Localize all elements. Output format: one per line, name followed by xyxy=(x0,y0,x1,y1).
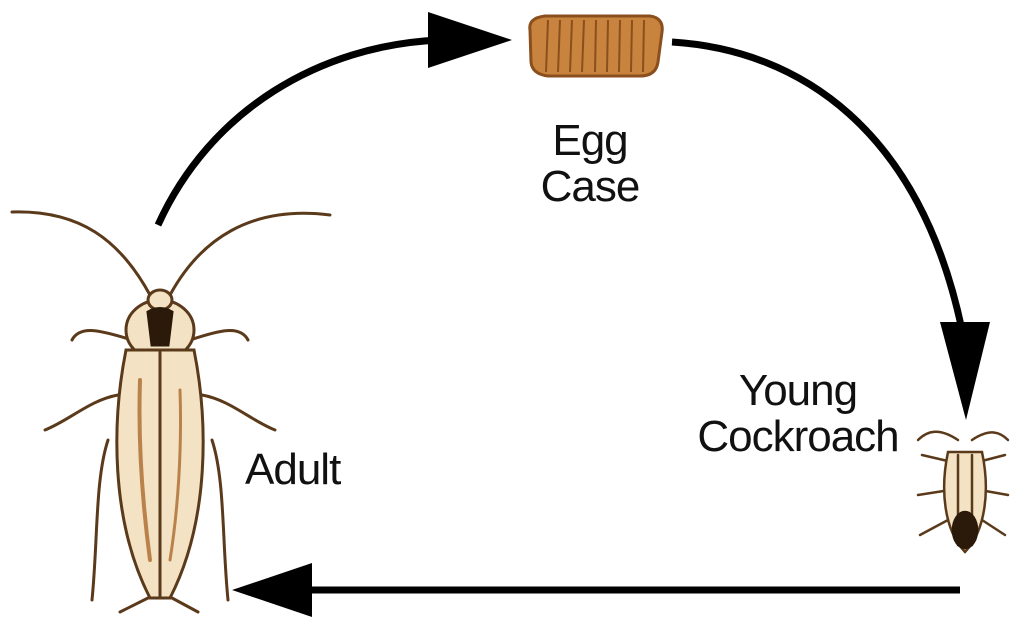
egg-case-label: Egg Case xyxy=(530,118,650,210)
young-cockroach-label-line2: Cockroach xyxy=(688,414,908,460)
arrowhead-to-adult xyxy=(232,563,312,617)
arrow-adult-to-egg xyxy=(158,40,440,225)
arrow-egg-to-young xyxy=(672,42,962,330)
young-cockroach-label: Young Cockroach xyxy=(688,368,908,460)
young-cockroach-label-line1: Young xyxy=(688,368,908,414)
arrowhead-to-young xyxy=(940,322,990,420)
adult-label: Adult xyxy=(245,447,355,493)
arrowhead-to-egg xyxy=(428,12,512,68)
egg-case-icon xyxy=(530,16,662,76)
egg-case-label-line1: Egg xyxy=(530,118,650,164)
adult-cockroach-icon xyxy=(12,212,330,612)
egg-case-label-line2: Case xyxy=(530,164,650,210)
cycle-arrows xyxy=(158,12,990,617)
young-cockroach-icon xyxy=(918,432,1008,552)
